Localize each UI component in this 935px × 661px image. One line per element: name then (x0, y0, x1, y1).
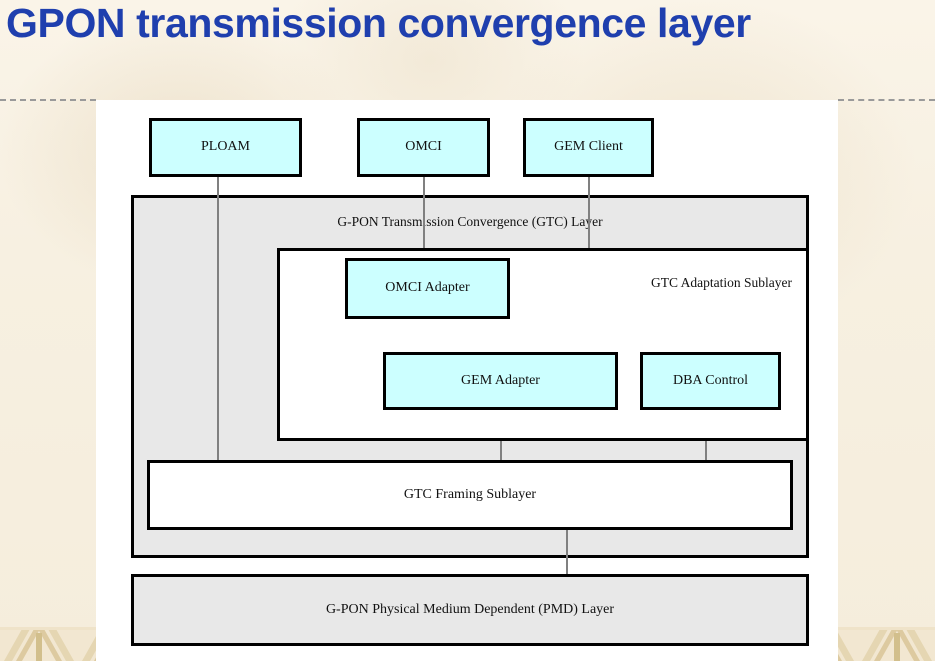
title-bar: GPON transmission convergence layer (0, 0, 935, 52)
node-pmd-layer[interactable]: G-PON Physical Medium Dependent (PMD) La… (131, 574, 809, 646)
node-gtc-framing-sublayer-label: GTC Framing Sublayer (403, 486, 537, 502)
connector-framing-sublayer-to-pmd-layer (566, 528, 568, 578)
node-dba-control-label: DBA Control (672, 372, 749, 388)
page-title: GPON transmission convergence layer (6, 0, 751, 46)
node-omci-adapter-label: OMCI Adapter (385, 280, 470, 296)
node-omci[interactable]: OMCI (357, 118, 490, 177)
node-gtc-framing-sublayer[interactable]: GTC Framing Sublayer (147, 460, 793, 530)
connector-omci-to-omci-adapter (423, 177, 425, 261)
content-panel: PLOAM OMCI GEM Client G-PON Transmission… (96, 100, 838, 661)
gpon-layer-diagram: PLOAM OMCI GEM Client G-PON Transmission… (96, 100, 838, 661)
node-omci-adapter[interactable]: OMCI Adapter (345, 258, 510, 319)
node-dba-control[interactable]: DBA Control (640, 352, 781, 410)
container-gtc-layer-label: G-PON Transmission Convergence (GTC) Lay… (337, 214, 603, 229)
divider-rule-right (838, 99, 935, 101)
node-gem-client[interactable]: GEM Client (523, 118, 654, 177)
node-omci-label: OMCI (405, 139, 442, 155)
node-ploam[interactable]: PLOAM (149, 118, 302, 177)
node-pmd-layer-label: G-PON Physical Medium Dependent (PMD) La… (325, 601, 615, 617)
container-gtc-adaptation-sublayer-label: GTC Adaptation Sublayer (651, 275, 792, 290)
divider-rule-left (0, 99, 96, 101)
node-gem-client-label: GEM Client (554, 139, 623, 155)
connector-ploam-to-framing-sublayer (217, 177, 219, 463)
node-ploam-label: PLOAM (200, 139, 250, 155)
node-gem-adapter[interactable]: GEM Adapter (383, 352, 618, 410)
node-gem-adapter-label: GEM Adapter (461, 372, 540, 388)
